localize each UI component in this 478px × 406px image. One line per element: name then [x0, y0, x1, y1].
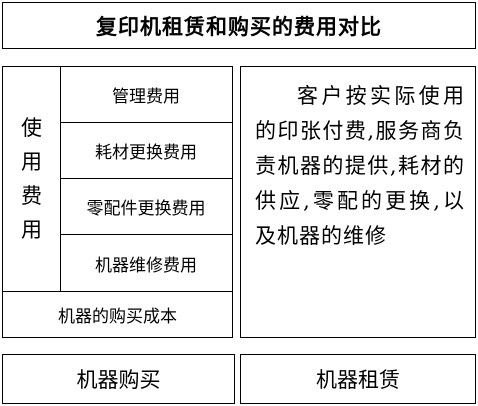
usage-cost-char: 使 — [21, 116, 42, 140]
cost-item-parts: 零配件更换费用 — [60, 179, 232, 235]
cost-item-management: 管理费用 — [60, 67, 232, 123]
usage-cost-char: 费 — [21, 184, 42, 208]
rental-description: 客户按实际使用的印张付费,服务商负责机器的提供,耗材的供应,零配的更换,以及机器… — [240, 66, 476, 338]
usage-cost-char: 用 — [21, 218, 42, 242]
cost-item-repair: 机器维修费用 — [95, 255, 197, 276]
usage-cost-char: 用 — [21, 150, 42, 174]
page-title: 复印机租赁和购买的费用对比 — [2, 2, 476, 49]
cost-breakdown-panel: 使 用 费 用 管理费用 耗材更换费用 零配件更换费用 机器维修费用 机器的购买… — [2, 66, 233, 338]
cost-item-consumables: 耗材更换费用 — [60, 123, 232, 179]
purchase-cost-row: 机器的购买成本 — [3, 291, 232, 337]
machine-purchase-box: 机器购买 — [2, 354, 235, 404]
usage-cost-label: 使 用 费 用 — [3, 67, 61, 291]
machine-rental-box: 机器租赁 — [240, 354, 476, 404]
